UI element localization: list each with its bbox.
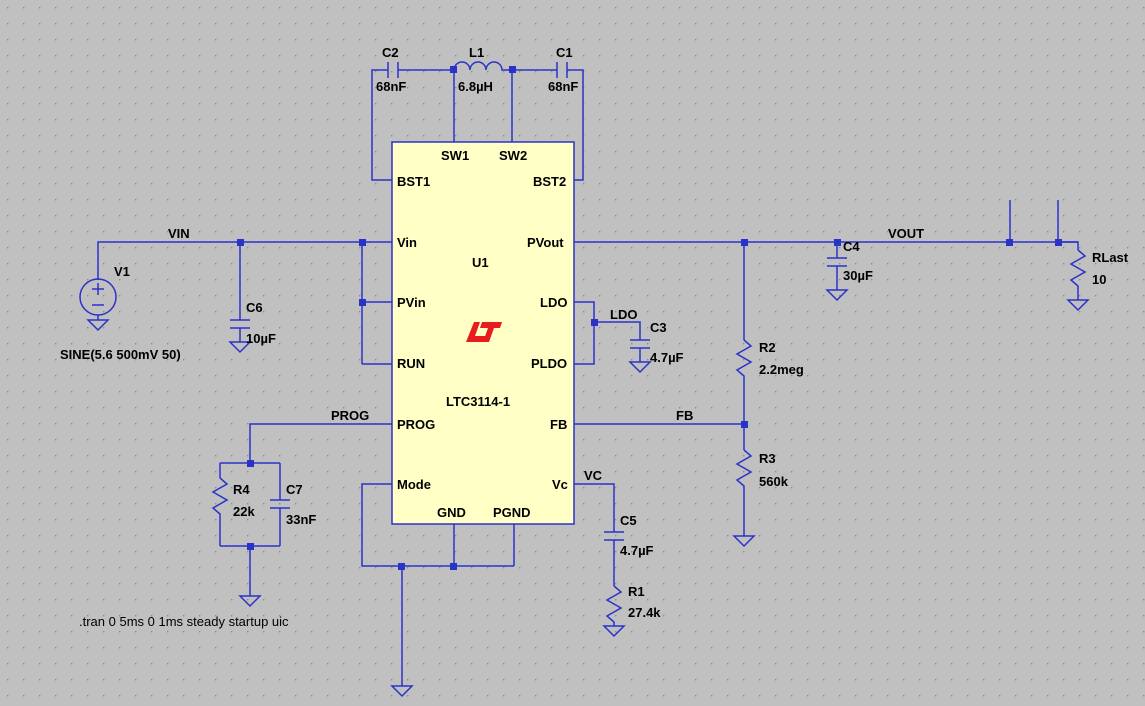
c6-refdes: C6 xyxy=(246,300,263,315)
capacitor-c4[interactable]: C4 30µF xyxy=(825,239,873,302)
v1-value: SINE(5.6 500mV 50) xyxy=(60,347,181,362)
r2-value: 2.2meg xyxy=(759,362,804,377)
resistor-r4[interactable]: R4 22k xyxy=(211,477,255,522)
ground-v1-icon xyxy=(86,319,110,332)
v1-refdes: V1 xyxy=(114,264,130,279)
c5-refdes: C5 xyxy=(620,513,637,528)
r2-refdes: R2 xyxy=(759,340,776,355)
r4-value: 22k xyxy=(233,504,255,519)
r1-refdes: R1 xyxy=(628,584,645,599)
c7-value: 33nF xyxy=(286,512,316,527)
c4-value: 30µF xyxy=(843,268,873,283)
capacitor-c6[interactable]: C6 10µF xyxy=(228,300,276,354)
pin-fb-label: FB xyxy=(550,417,567,432)
c6-value: 10µF xyxy=(246,331,276,346)
pin-sw1-label: SW1 xyxy=(441,148,469,163)
pin-pldo-label: PLDO xyxy=(531,356,567,371)
pin-vin-label: Vin xyxy=(397,235,417,250)
capacitor-c7[interactable]: C7 33nF xyxy=(270,482,316,527)
l1-refdes: L1 xyxy=(469,45,484,60)
net-label-prog: PROG xyxy=(331,408,369,423)
voltage-source-v1[interactable]: V1 SINE(5.6 500mV 50) xyxy=(60,264,181,362)
c2-value: 68nF xyxy=(376,79,406,94)
pin-bst2-label: BST2 xyxy=(533,174,566,189)
l1-value: 6.8µH xyxy=(458,79,493,94)
c5-value: 4.7µF xyxy=(620,543,654,558)
net-label-vc: VC xyxy=(584,468,603,483)
resistor-r3[interactable]: R3 560k xyxy=(732,449,789,548)
r1-value: 27.4k xyxy=(628,605,661,620)
inductor-l1[interactable]: L1 6.8µH xyxy=(453,45,512,94)
ic-u1[interactable]: SW1 SW2 BST1 BST2 Vin PVout U1 PVin LDO … xyxy=(391,141,575,525)
capacitor-c2[interactable]: C2 68nF xyxy=(376,45,406,94)
pin-ldo-label: LDO xyxy=(540,295,567,310)
c1-value: 68nF xyxy=(548,79,578,94)
pin-pgnd-label: PGND xyxy=(493,505,531,520)
rlast-refdes: RLast xyxy=(1092,250,1129,265)
spice-directive[interactable]: .tran 0 5ms 0 1ms steady startup uic xyxy=(79,614,289,629)
pin-vc-label: Vc xyxy=(552,477,568,492)
pin-run-label: RUN xyxy=(397,356,425,371)
c1-refdes: C1 xyxy=(556,45,573,60)
r3-value: 560k xyxy=(759,474,789,489)
capacitor-c1[interactable]: C1 68nF xyxy=(548,45,578,94)
c4-refdes: C4 xyxy=(843,239,860,254)
pin-prog-label: PROG xyxy=(397,417,435,432)
capacitor-c5[interactable]: C5 4.7µF xyxy=(604,513,654,558)
net-label-fb: FB xyxy=(676,408,693,423)
capacitor-c3[interactable]: C3 4.7µF xyxy=(628,320,684,374)
ground-ic-icon xyxy=(390,685,414,698)
net-label-vin: VIN xyxy=(168,226,190,241)
rlast-value: 10 xyxy=(1092,272,1106,287)
pin-pvout-label: PVout xyxy=(527,235,564,250)
r4-refdes: R4 xyxy=(233,482,250,497)
pin-bst1-label: BST1 xyxy=(397,174,430,189)
wires[interactable] xyxy=(97,69,1079,686)
resistor-r2[interactable]: R2 2.2meg xyxy=(735,339,804,380)
pin-mode-label: Mode xyxy=(397,477,431,492)
ic-refdes: U1 xyxy=(472,255,489,270)
pin-sw2-label: SW2 xyxy=(499,148,527,163)
net-label-ldo: LDO xyxy=(610,307,637,322)
c3-refdes: C3 xyxy=(650,320,667,335)
resistor-r1[interactable]: R1 27.4k xyxy=(602,584,661,638)
r3-refdes: R3 xyxy=(759,451,776,466)
c2-refdes: C2 xyxy=(382,45,399,60)
lt-logo-icon xyxy=(466,322,502,342)
pin-gnd-label: GND xyxy=(437,505,466,520)
ic-part-number: LTC3114-1 xyxy=(446,394,510,409)
pin-pvin-label: PVin xyxy=(397,295,426,310)
ground-prog-icon xyxy=(238,595,262,608)
c3-value: 4.7µF xyxy=(650,350,684,365)
net-label-vout: VOUT xyxy=(888,226,924,241)
c7-refdes: C7 xyxy=(286,482,303,497)
resistor-rlast[interactable]: RLast 10 xyxy=(1066,249,1129,312)
